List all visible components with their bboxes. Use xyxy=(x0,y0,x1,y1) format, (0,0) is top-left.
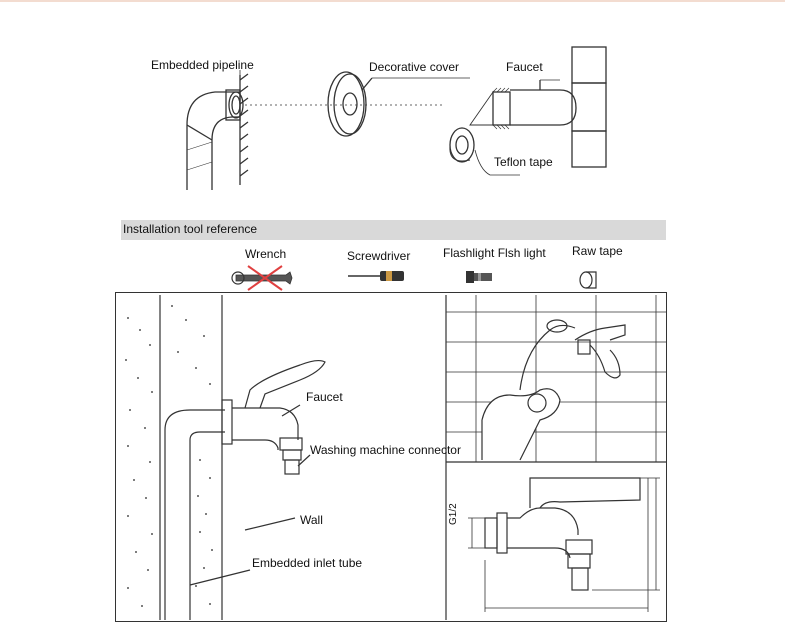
label-faucet-top: Faucet xyxy=(506,60,543,74)
tool-icons-row xyxy=(231,265,597,291)
label-embedded-inlet-tube: Embedded inlet tube xyxy=(252,556,363,570)
label-teflon-tape: Teflon tape xyxy=(494,155,553,169)
tool-label-raw-tape: Raw tape xyxy=(572,244,623,258)
decorative-cover-drawing xyxy=(327,71,470,137)
faucet-drawing xyxy=(492,46,607,168)
top-installation-diagram xyxy=(186,46,607,190)
label-washing-machine-connector: Washing machine connector xyxy=(310,443,461,457)
cross-out-icon xyxy=(247,265,283,291)
label-faucet-bottom: Faucet xyxy=(306,390,343,404)
tools-section-header: Installation tool reference xyxy=(121,220,666,240)
label-embedded-pipeline: Embedded pipeline xyxy=(151,58,254,72)
embedded-pipeline-drawing xyxy=(186,73,249,190)
tool-label-wrench: Wrench xyxy=(245,247,287,261)
label-thread-dimension: G1/2 xyxy=(448,503,459,525)
tools-section-title: Installation tool reference xyxy=(123,222,258,236)
installation-detail-frame xyxy=(115,292,667,622)
top-accent-line xyxy=(0,0,785,2)
flashlight-icon xyxy=(466,271,492,283)
tool-label-screwdriver: Screwdriver xyxy=(347,249,411,263)
teflon-tape-drawing xyxy=(449,90,520,176)
tool-label-flashlight: Flashlight Flsh light xyxy=(443,246,546,260)
wall-texture xyxy=(125,305,213,607)
label-wall: Wall xyxy=(300,513,323,527)
screwdriver-icon xyxy=(348,271,404,281)
label-decorative-cover: Decorative cover xyxy=(369,60,460,74)
tape-icon xyxy=(579,271,597,289)
